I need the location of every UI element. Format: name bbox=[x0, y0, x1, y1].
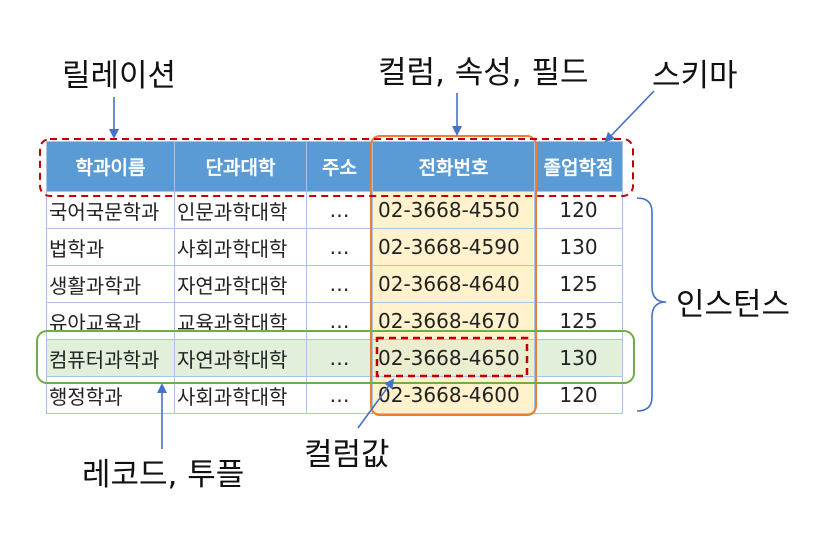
instance-brace bbox=[636, 197, 667, 412]
header-cell: 주소 bbox=[306, 141, 373, 192]
schema-dashed-box bbox=[39, 138, 634, 197]
table-cell: 자연과학대학 bbox=[174, 339, 307, 377]
header-cell: 전화번호 bbox=[372, 141, 535, 192]
table-cell: 125 bbox=[534, 302, 623, 340]
table-cell: 법학과 bbox=[46, 228, 175, 266]
column-attribute-field-label: 컬럼, 속성, 필드 bbox=[378, 55, 589, 91]
schema-header-row: 학과이름 단과대학 주소 전화번호 졸업학점 bbox=[46, 141, 623, 192]
table-cell: … bbox=[306, 302, 373, 340]
header-cell: 졸업학점 bbox=[534, 141, 623, 192]
table-cell: 국어국문학과 bbox=[46, 191, 175, 229]
table-cell: 130 bbox=[534, 228, 623, 266]
table-cell: 02-3668-4550 bbox=[372, 191, 535, 229]
table-cell: 유아교육과 bbox=[46, 302, 175, 340]
column-value-dashed-box bbox=[375, 336, 529, 378]
table-cell: … bbox=[306, 265, 373, 303]
column-value-arrow bbox=[357, 378, 395, 429]
table-cell: 02-3668-4670 bbox=[372, 302, 535, 340]
table-cell: 사회과학대학 bbox=[174, 228, 307, 266]
table-cell: 120 bbox=[534, 191, 623, 229]
record-highlight-box bbox=[36, 330, 635, 384]
highlighted-column-value-cell: 02-3668-4650 bbox=[372, 339, 535, 377]
schema-label: 스키마 bbox=[652, 58, 738, 94]
header-cell: 단과대학 bbox=[174, 141, 307, 192]
highlighted-record-row: 컴퓨터과학과 자연과학대학 … 02-3668-4650 130 bbox=[46, 339, 623, 377]
relation-label: 릴레이션 bbox=[62, 58, 177, 94]
table-row: 유아교육과 교육과학대학 … 02-3668-4670 125 bbox=[46, 302, 623, 340]
table-cell: 컴퓨터과학과 bbox=[46, 339, 175, 377]
table-cell: 02-3668-4640 bbox=[372, 265, 535, 303]
table-cell: 인문과학대학 bbox=[174, 191, 307, 229]
table-cell: 02-3668-4590 bbox=[372, 228, 535, 266]
relation-table: 학과이름 단과대학 주소 전화번호 졸업학점 국어국문학과 인문과학대학 … 0… bbox=[46, 141, 623, 414]
table-row: 국어국문학과 인문과학대학 … 02-3668-4550 120 bbox=[46, 191, 623, 229]
table-cell: 125 bbox=[534, 265, 623, 303]
schema-arrow bbox=[604, 90, 655, 143]
record-tuple-label: 레코드, 투플 bbox=[82, 457, 245, 493]
column-value-label: 컬럼값 bbox=[304, 437, 390, 473]
column-highlight-box bbox=[370, 135, 537, 416]
table-cell: 생활과학과 bbox=[46, 265, 175, 303]
instance-label: 인스턴스 bbox=[676, 287, 791, 323]
table-cell: 130 bbox=[534, 339, 623, 377]
